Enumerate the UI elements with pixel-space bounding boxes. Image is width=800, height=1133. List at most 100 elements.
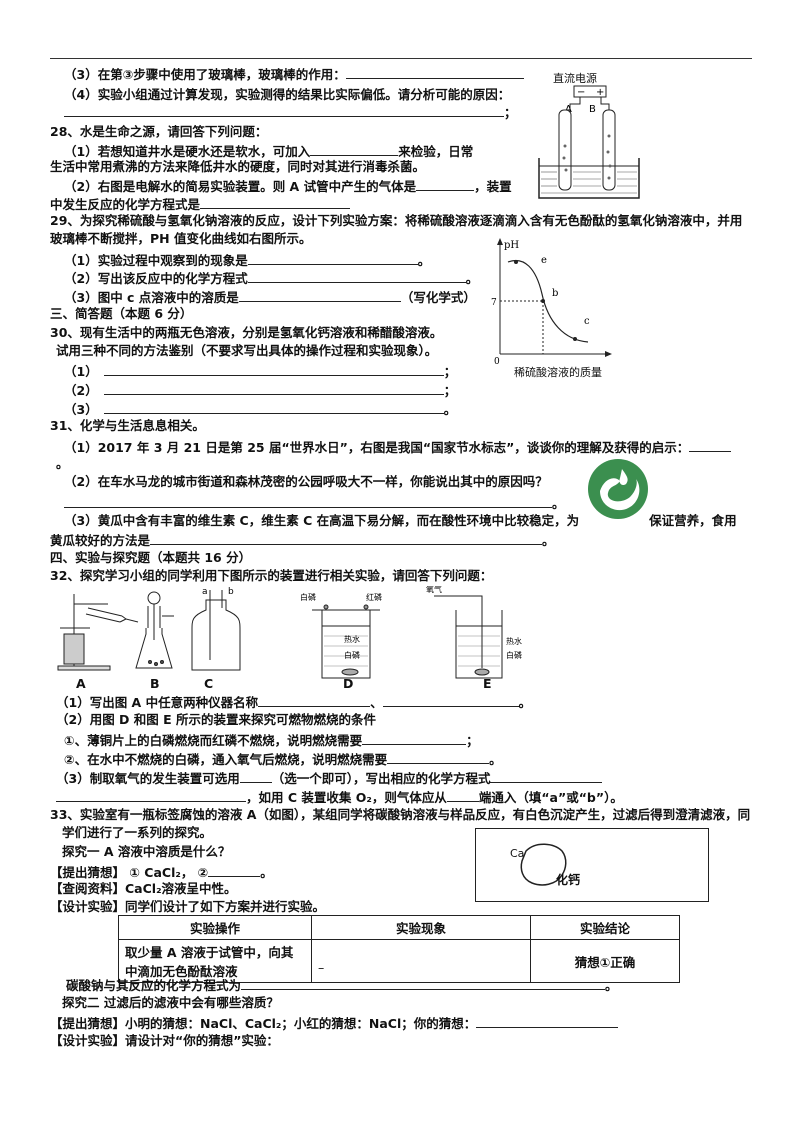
apparatus-d (312, 604, 380, 679)
answer-blank[interactable] (382, 693, 519, 707)
q33-equation: 碳酸钠与其反应的化学方程式为 。 (66, 976, 618, 994)
answer-blank[interactable] (150, 531, 543, 545)
tube-b-label: B (589, 104, 596, 115)
answer-blank[interactable] (490, 769, 603, 783)
q30-item2-semi: ； (443, 383, 457, 398)
experiment-table: 实验操作 实验现象 实验结论 取少量 A 溶液于试管中，向其中滴加无色酚酞溶液 … (118, 915, 680, 983)
section-3-title: 三、简答题（本题 6 分） (50, 306, 193, 321)
answer-blank[interactable] (208, 863, 261, 877)
apparatus-figures: a b 白磷 红磷 热水 白磷 氧气 (50, 584, 560, 690)
table-row: 取少量 A 溶液于试管中，向其中滴加无色酚酞溶液 – 猜想①正确 (118, 939, 680, 983)
q32-line3: （3）制取氧气的发生装置可选用（选一个即可），写出相应的化学方程式 (56, 769, 603, 787)
table-header-phenomenon: 实验现象 (311, 915, 531, 940)
c-port-a: a (202, 587, 208, 597)
ph-x-axis-label: 稀硫酸溶液的质量 (514, 366, 602, 379)
electrolysis-apparatus-figure: 直流电源 − + A B (525, 66, 655, 202)
q31-line1-text: （1）2017 年 3 月 21 日是第 25 届“世界水日”，右图是我国“国家… (64, 440, 690, 455)
answer-blank[interactable] (103, 362, 444, 376)
q30-heading-2: 试用三种不同的方法鉴别（不要求写出具体的操作过程和实验现象）。 (56, 343, 438, 358)
q30-heading-1: 30、现有生活中的两瓶无色溶液，分别是氢氧化钙溶液和稀醋酸溶液。 (50, 325, 443, 340)
q28-line2-cont: 中发生反应的化学方程式是 (50, 195, 351, 213)
q29-heading-2: 玻璃棒不断搅拌，PH 值变化曲线如右图所示。 (50, 231, 312, 246)
q28-line2-text: （2）右图是电解水的简易实验装置。则 A 试管中产生的气体是 (64, 179, 417, 194)
table-header-row: 实验操作 实验现象 实验结论 (118, 915, 680, 940)
answer-blank[interactable] (310, 142, 399, 156)
answer-blank[interactable] (689, 438, 732, 452)
q28-line2-cont-text: 中发生反应的化学方程式是 (50, 197, 201, 212)
q32-line3-cont: ，如用 C 装置收集 O₂，则气体应从端通入（填“a”或“b”）。 (56, 788, 623, 806)
q29-line3-text: （3）图中 c 点溶液中的溶质是 (64, 290, 239, 305)
answer-blank[interactable] (247, 269, 466, 283)
q33-equation-end: 。 (605, 978, 618, 993)
point-e-label: e (541, 255, 547, 266)
q31-line3-end: 。 (542, 533, 555, 548)
q27-line4-answer: ； (64, 103, 517, 121)
label-a: A (76, 676, 86, 691)
answer-blank[interactable] (241, 976, 606, 990)
q28-line1-tail: 来检验，日常 (398, 144, 474, 159)
torn-label-icon (520, 843, 567, 886)
label-d: D (343, 676, 354, 691)
q31-line3-cont-text: 黄瓜较好的方法是 (50, 533, 151, 548)
answer-blank[interactable] (362, 731, 467, 745)
q32-line2b-text: ②、在水中不燃烧的白磷，通入氧气后燃烧，说明燃烧需要 (64, 752, 388, 767)
answer-blank[interactable] (200, 195, 351, 209)
q32-line3-cont-text: ，如用 C 装置收集 O₂，则气体应从 (246, 790, 447, 805)
ph-curve-line (507, 259, 589, 343)
q31-line3-text: （3）黄瓜中含有丰富的维生素 C，维生素 C 在高温下易分解，而在酸性环境中比较… (64, 513, 580, 528)
q32-line2a-text: ①、薄铜片上的白磷燃烧而红磷不燃烧，说明燃烧需要 (64, 733, 363, 748)
electrolysis-diagram: − + A B (538, 85, 640, 199)
q28-line2: （2）右图是电解水的简易实验装置。则 A 试管中产生的气体是，装置 (64, 177, 512, 195)
label-e: E (483, 676, 492, 691)
point-b-label: b (552, 288, 558, 299)
answer-blank[interactable] (446, 788, 479, 802)
answer-blank[interactable] (345, 65, 524, 79)
answer-blank[interactable] (64, 494, 552, 508)
reagent-label-figure: Ca 化钙 (475, 828, 709, 902)
table-cell-phenomenon[interactable]: – (311, 939, 531, 983)
ph-curve-chart: pH 7 0 e b c 稀硫酸溶液的质量 (486, 232, 616, 382)
answer-blank[interactable] (56, 788, 246, 802)
d-white-phosphorus: 白磷 (300, 592, 316, 602)
answer-blank[interactable] (387, 750, 490, 764)
q30-item2-label: （2） (64, 383, 98, 398)
q29-line1: （1）实验过程中观察到的现象是。 (64, 251, 431, 268)
q31-line1-end: 。 (56, 456, 69, 471)
q32-line3-mid: （选一个即可），写出相应的化学方程式 (271, 771, 491, 786)
q28-line1-text: （1）若想知道井水是硬水还是软水，可加入 (64, 144, 311, 159)
answer-blank[interactable] (247, 251, 418, 265)
q33-guess-1-end: 。 (260, 865, 273, 880)
answer-blank[interactable] (476, 1014, 619, 1028)
ph-origin: 0 (494, 357, 500, 367)
answer-blank[interactable] (64, 103, 504, 117)
ph-tick-7: 7 (491, 298, 497, 308)
answer-blank[interactable] (103, 381, 444, 395)
q33-equation-text: 碳酸钠与其反应的化学方程式为 (66, 978, 242, 993)
d-red-phosphorus: 红磷 (366, 592, 382, 602)
q28-line1-cont: 生活中常用煮沸的方法来降低井水的硬度，同时对其进行消毒杀菌。 (50, 159, 426, 174)
q31-line2: （2）在车水马龙的城市街道和森林茂密的公园呼吸大不一样，你能说出其中的原因吗？ (64, 474, 548, 489)
section-4-title: 四、实验与探究题（本题共 16 分） (50, 550, 252, 565)
q29-line3-tail: （写化学式） (400, 290, 476, 305)
q33-heading-2: 学们进行了一系列的探究。 (62, 825, 213, 840)
answer-blank[interactable] (416, 177, 475, 191)
answer-blank[interactable] (103, 400, 444, 414)
answer-blank[interactable] (238, 288, 401, 302)
table-header-conclusion: 实验结论 (530, 915, 680, 940)
q33-heading-1: 33、实验室有一瓶标签腐蚀的溶液 A（如图），某组同学将碳酸钠溶液与样品反应，有… (50, 807, 751, 822)
q32-heading: 32、探究学习小组的同学利用下图所示的装置进行相关实验，请回答下列问题： (50, 568, 493, 583)
answer-blank[interactable] (579, 512, 649, 525)
water-saving-logo-icon (588, 459, 648, 519)
q30-item1: （1）； (64, 362, 456, 380)
apparatus-e (434, 595, 503, 679)
q29-line2-text: （2）写出该反应中的化学方程式 (64, 271, 248, 286)
q30-item3-label: （3） (64, 402, 98, 417)
q33-explore-1: 探究一 A 溶液中溶质是什么？ (62, 844, 231, 859)
answer-blank[interactable] (239, 769, 272, 783)
q30-item3-end: 。 (443, 402, 457, 417)
answer-blank[interactable] (258, 693, 371, 707)
q27-line4-text: （4）实验小组通过计算发现，实验测得的结果比实际偏低。请分析可能的原因： (64, 87, 511, 102)
point-c-label: c (584, 316, 590, 327)
power-supply-label: 直流电源 (553, 72, 597, 85)
